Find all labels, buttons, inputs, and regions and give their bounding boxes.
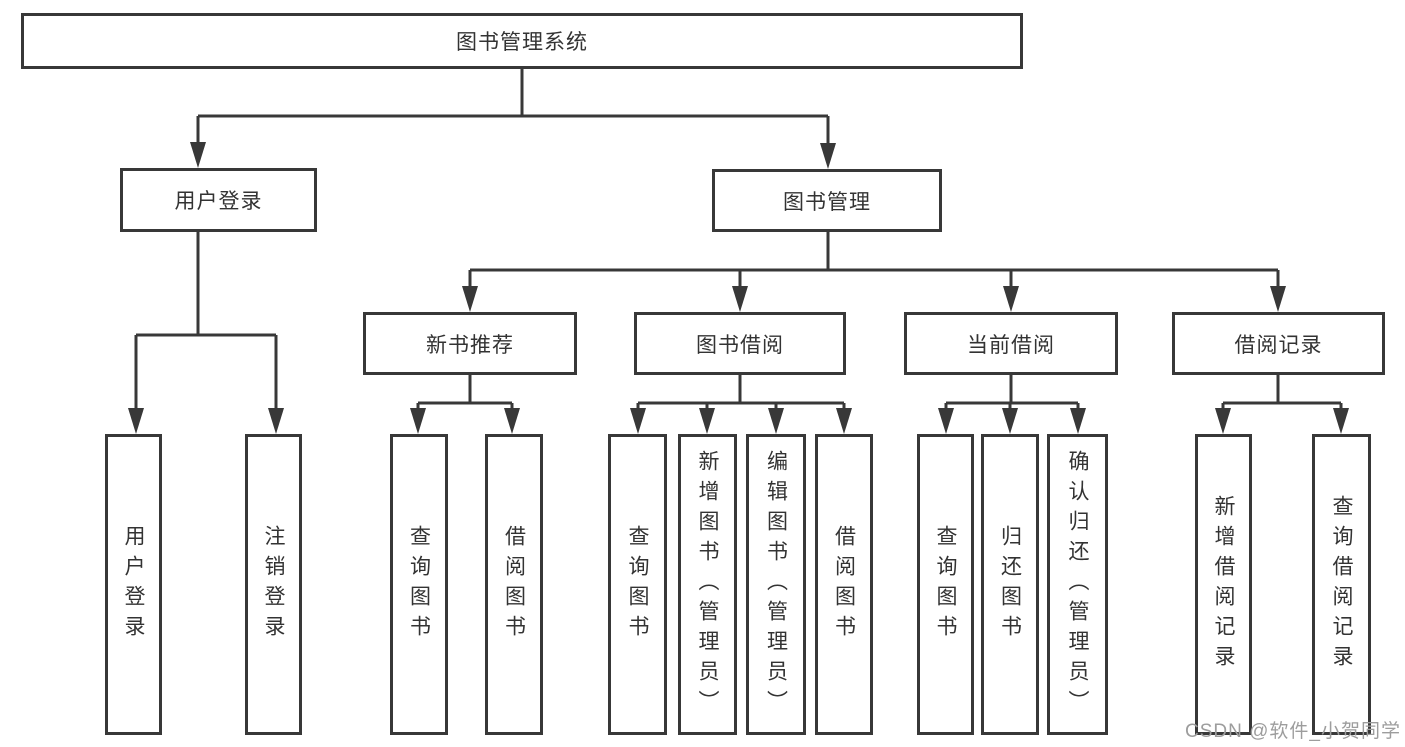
node-label: 查询图书 bbox=[934, 524, 957, 645]
node-label: 查询图书 bbox=[626, 524, 649, 645]
node-label: 用户登录 bbox=[174, 190, 263, 213]
leaf-br-add-record: 新增借阅记录 bbox=[1195, 434, 1252, 735]
node-label: 图书管理系统 bbox=[456, 31, 588, 54]
leaf-cb-return-books: 归还图书 bbox=[981, 434, 1039, 735]
node-label: 图书管理 bbox=[783, 190, 871, 214]
node-user-login-branch: 用户登录 bbox=[120, 168, 317, 232]
node-label: 确认归还（管理员） bbox=[1066, 449, 1089, 720]
node-label: 新增图书（管理员） bbox=[696, 449, 719, 720]
node-label: 借阅记录 bbox=[1234, 333, 1323, 357]
leaf-cb-query-books: 查询图书 bbox=[917, 434, 974, 735]
node-label: 查询图书 bbox=[407, 524, 431, 645]
leaf-nbr-borrow-books: 借阅图书 bbox=[485, 434, 543, 735]
node-label: 查询借阅记录 bbox=[1330, 494, 1353, 675]
node-borrow-records: 借阅记录 bbox=[1172, 312, 1385, 375]
node-label: 用户登录 bbox=[122, 524, 145, 645]
node-label: 新书推荐 bbox=[426, 333, 514, 357]
node-label: 借阅图书 bbox=[502, 524, 526, 645]
leaf-user-login: 用户登录 bbox=[105, 434, 162, 735]
node-book-borrow: 图书借阅 bbox=[634, 312, 846, 375]
node-current-borrow: 当前借阅 bbox=[904, 312, 1118, 375]
leaf-cb-confirm-return-admin: 确认归还（管理员） bbox=[1047, 434, 1108, 735]
node-label: 借阅图书 bbox=[832, 524, 856, 645]
node-label: 新增借阅记录 bbox=[1212, 494, 1235, 675]
leaf-bb-query-books: 查询图书 bbox=[608, 434, 667, 735]
csdn-watermark: CSDN @软件_小贺同学 bbox=[1185, 721, 1401, 742]
leaf-nbr-query-books: 查询图书 bbox=[390, 434, 448, 735]
arrowheads bbox=[128, 142, 1349, 434]
node-root-system: 图书管理系统 bbox=[21, 13, 1023, 69]
leaf-bb-edit-books-admin: 编辑图书（管理员） bbox=[746, 434, 806, 735]
node-new-book-recommend: 新书推荐 bbox=[363, 312, 577, 375]
leaf-br-query-record: 查询借阅记录 bbox=[1312, 434, 1371, 735]
node-label: 当前借阅 bbox=[967, 333, 1055, 357]
leaf-bb-borrow-books: 借阅图书 bbox=[815, 434, 873, 735]
leaf-bb-add-books-admin: 新增图书（管理员） bbox=[678, 434, 737, 735]
node-label: 注销登录 bbox=[262, 524, 285, 645]
node-book-management-branch: 图书管理 bbox=[712, 169, 942, 232]
node-label: 归还图书 bbox=[998, 524, 1022, 645]
leaf-logout: 注销登录 bbox=[245, 434, 302, 735]
node-label: 编辑图书（管理员） bbox=[764, 449, 788, 720]
node-label: 图书借阅 bbox=[696, 333, 784, 357]
